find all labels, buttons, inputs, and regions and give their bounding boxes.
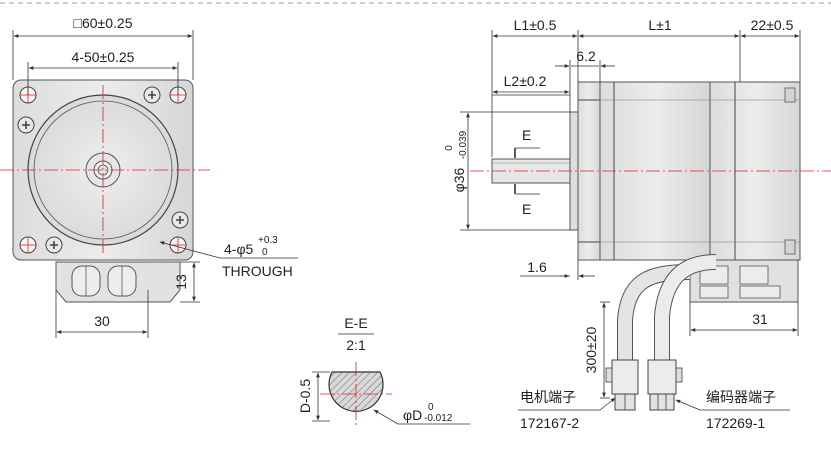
dim-hole-spacing: 4-50±0.25 (72, 49, 135, 65)
section-mark-top: E (522, 127, 531, 143)
motor-terminal-label: 电机端子 (520, 390, 576, 406)
dim-connector-height: 13 (173, 274, 189, 290)
dim-l2: L2±0.2 (504, 73, 547, 89)
dim-d-lower: -0.012 (424, 413, 453, 424)
section-title: E-E (344, 315, 367, 331)
front-screws (17, 86, 189, 254)
dim-d-main: φD (403, 407, 422, 423)
dim-1-6: 1.6 (527, 259, 547, 275)
dim-holes-main: 4-φ5 (224, 241, 254, 257)
dim-cable: 300±20 (583, 326, 599, 373)
motor-terminal-connector (605, 359, 639, 411)
encoder-terminal-part: 172269-1 (706, 415, 765, 431)
dim-31: 31 (752, 311, 768, 327)
dim-d-upper: 0 (428, 402, 434, 413)
section-view: E-E 2:1 D-0.5 φD 0 -0.012 (297, 315, 470, 426)
side-view: L1±0.5 L±1 22±0.5 6.2 L2±0.2 φ36 0 -0.03… (444, 17, 831, 431)
dim-width: □60±0.25 (74, 15, 133, 31)
dim-diameter-main: φ36 (451, 167, 467, 192)
encoder-terminal-connector (647, 359, 683, 411)
dim-connector-width: 30 (94, 313, 110, 329)
dim-diameter-upper: 0 (444, 145, 455, 151)
dim-holes-lower: 0 (262, 247, 268, 258)
dim-holes-note: THROUGH (222, 263, 293, 279)
dim-holes-upper: +0.3 (258, 235, 278, 246)
dim-6-2: 6.2 (576, 48, 596, 64)
encoder-terminal-label: 编码器端子 (706, 390, 776, 406)
dim-flat: D-0.5 (297, 379, 313, 413)
front-view: □60±0.25 4-50±0.25 4-φ5 +0.3 0 THROUGH 1… (0, 15, 298, 338)
motor-terminal-part: 172167-2 (520, 415, 579, 431)
dim-diameter-lower: -0.039 (458, 130, 469, 159)
section-scale: 2:1 (346, 337, 366, 353)
encoder-cable (655, 255, 717, 360)
dim-l1: L1±0.5 (514, 17, 557, 33)
dim-l: L±1 (648, 17, 671, 33)
section-mark-bottom: E (522, 201, 531, 217)
dim-rear: 22±0.5 (751, 17, 794, 33)
